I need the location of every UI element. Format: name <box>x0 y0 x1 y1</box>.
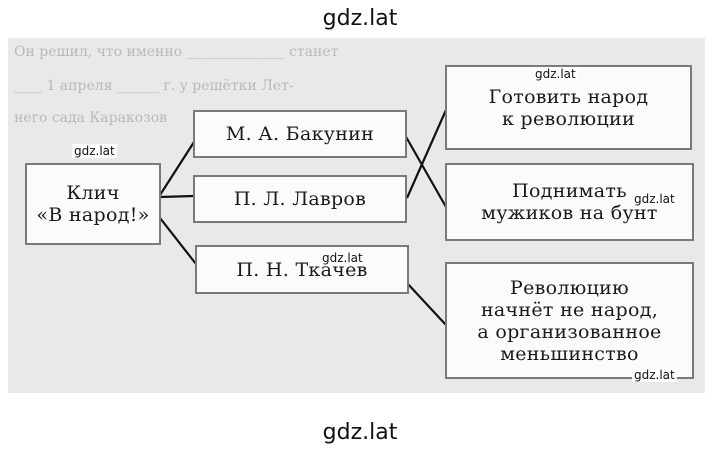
person-box-bakunin: М. А. Бакунин <box>193 110 407 158</box>
background-text-line: него сада Каракозов <box>14 110 168 126</box>
person-box-label: М. А. Бакунин <box>225 123 375 145</box>
connector-lavrov-revolution <box>405 109 448 199</box>
idea-box-label: Поднимать мужиков на бунт <box>481 180 658 224</box>
watermark: gdz.lat <box>632 368 677 382</box>
watermark: gdz.lat <box>533 67 578 81</box>
person-box-tkachev: П. Н. Ткачев <box>195 245 409 294</box>
connector-center-bakunin <box>159 141 195 196</box>
person-box-lavrov: П. Л. Лавров <box>193 175 407 223</box>
watermark: gdz.lat <box>320 251 365 265</box>
watermark: gdz.lat <box>72 144 117 158</box>
background-text-line: Он решил, что именно ______________ стан… <box>14 44 339 60</box>
idea-box-label: Готовить народ к революции <box>488 85 649 130</box>
connector-tkachev-minority <box>406 282 447 326</box>
background-text-line: ____ 1 апреля ______ г. у решётки Лет- <box>14 78 294 94</box>
idea-box-organized-minority: Революцию начнёт не народ, а организован… <box>445 262 694 379</box>
idea-box-raise-peasants: Поднимать мужиков на бунт <box>445 163 694 241</box>
center-box-label: Клич «В народ!» <box>36 182 150 226</box>
center-box-slogan: Клич «В народ!» <box>25 163 161 245</box>
connector-bakunin-bunt <box>404 134 447 208</box>
idea-box-label: Революцию начнёт не народ, а организован… <box>477 276 662 365</box>
person-box-label: П. Л. Лавров <box>233 188 367 210</box>
connector-center-lavrov <box>159 194 195 199</box>
connector-center-tkachev <box>159 217 197 265</box>
brand-footer: gdz.lat <box>322 420 398 445</box>
watermark: gdz.lat <box>632 192 677 206</box>
brand-header: gdz.lat <box>322 6 398 31</box>
